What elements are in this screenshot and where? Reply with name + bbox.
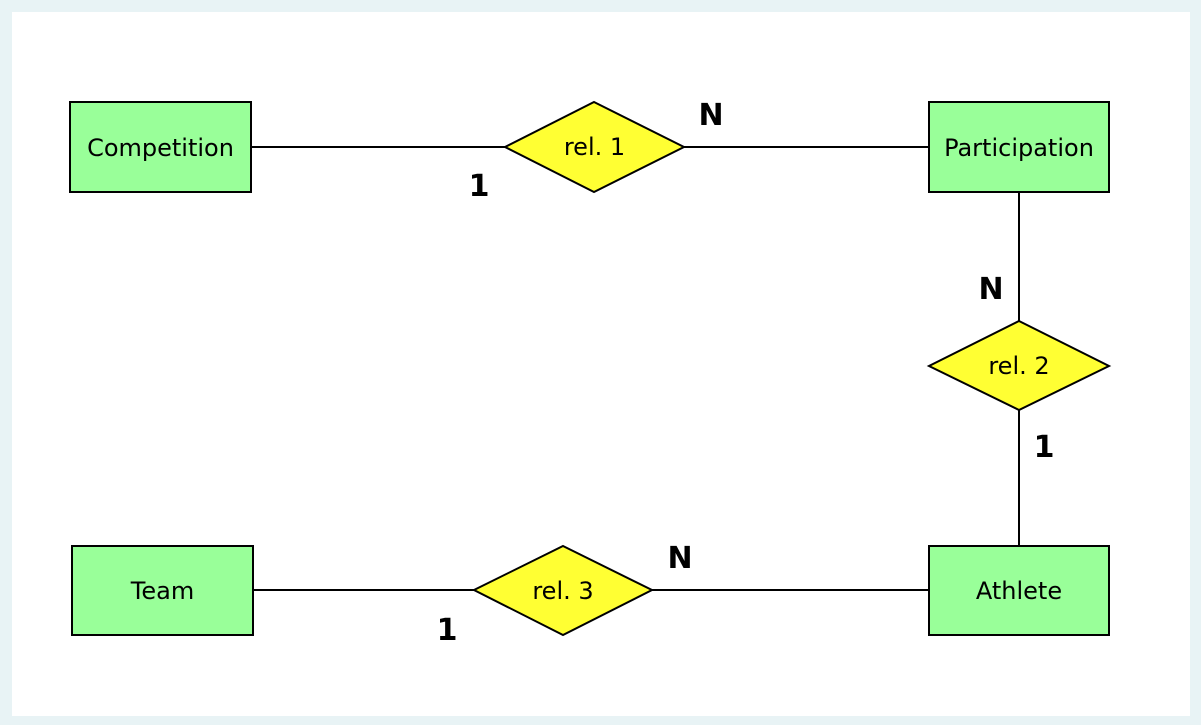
relationship-rel2-label: rel. 2 [988,352,1049,380]
entity-team-label: Team [130,577,194,605]
relationship-rel2[interactable]: rel. 2 [926,319,1112,412]
entity-participation[interactable]: Participation [928,101,1110,193]
entity-athlete[interactable]: Athlete [928,545,1110,636]
entity-competition[interactable]: Competition [69,101,252,193]
relationship-rel1-label: rel. 1 [564,133,625,161]
entity-athlete-label: Athlete [976,577,1062,605]
cardinality-rel2-participation: N [978,272,1003,307]
cardinality-rel3-athlete: N [667,541,692,576]
cardinality-rel3-team: 1 [437,613,458,648]
cardinality-rel2-athlete: 1 [1034,430,1055,465]
cardinality-rel1-competition: 1 [469,169,490,204]
entity-participation-label: Participation [944,134,1094,162]
cardinality-rel1-participation: N [698,98,723,133]
entity-team[interactable]: Team [71,545,254,636]
entity-competition-label: Competition [87,134,234,162]
relationship-rel3[interactable]: rel. 3 [471,544,655,637]
relationship-rel3-label: rel. 3 [532,577,593,605]
relationship-rel1[interactable]: rel. 1 [502,100,687,194]
